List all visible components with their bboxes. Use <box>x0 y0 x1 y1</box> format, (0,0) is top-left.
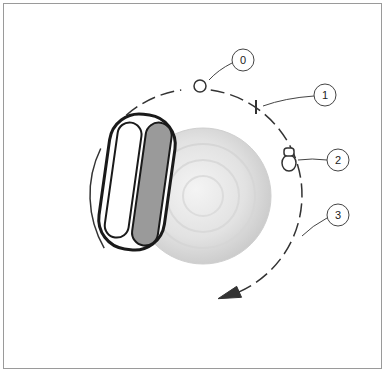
ignition-symbol <box>282 148 296 171</box>
callout-number: 3 <box>335 210 341 221</box>
callout-number: 0 <box>240 55 246 66</box>
callout-number: 1 <box>322 90 328 101</box>
dial-ring <box>167 160 239 232</box>
knob-handle <box>95 110 179 254</box>
position-scale <box>90 90 302 299</box>
frame <box>4 4 382 369</box>
callout-markers <box>209 49 349 236</box>
arrowhead <box>218 286 242 298</box>
callout-number: 2 <box>335 155 341 166</box>
position-tick <box>255 100 257 114</box>
dial-ring <box>183 176 223 216</box>
off-symbol <box>194 80 206 92</box>
